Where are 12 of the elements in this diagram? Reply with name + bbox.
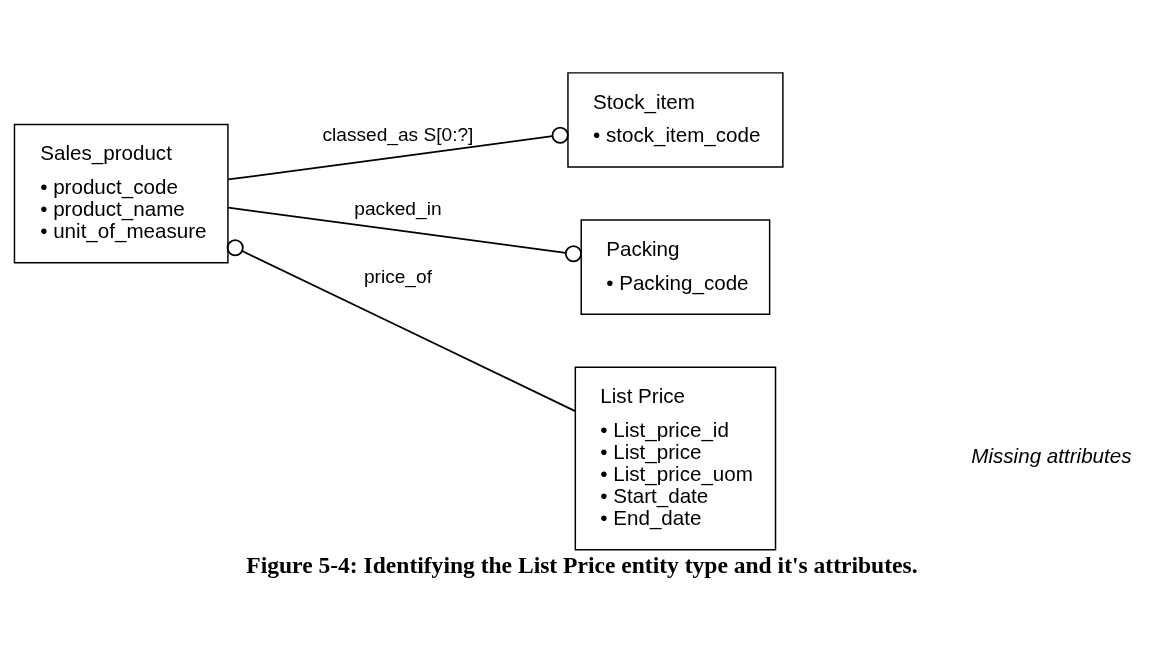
node-box: Sales_product • product_code • product_name • unit_of_measure (13, 123, 229, 263)
edge-label: packed_in (354, 197, 442, 219)
connector (227, 206, 582, 262)
node-box: Packing • Packing_code (580, 218, 771, 315)
connector (227, 126, 569, 180)
node-box: Stock_item • stock_item_code (567, 71, 784, 168)
connector (226, 238, 577, 412)
edge-label: price_of (363, 265, 432, 287)
caption: Figure 5-4: Identifying the List Price entity type and it's attributes. (246, 551, 918, 578)
label: Missing attributes (971, 443, 1132, 467)
node-box: List Price • List_price_id • List_price • List_price_uom • Start_date • End_date (574, 366, 777, 551)
edge-label: classed_as S[0:?] (322, 123, 474, 145)
